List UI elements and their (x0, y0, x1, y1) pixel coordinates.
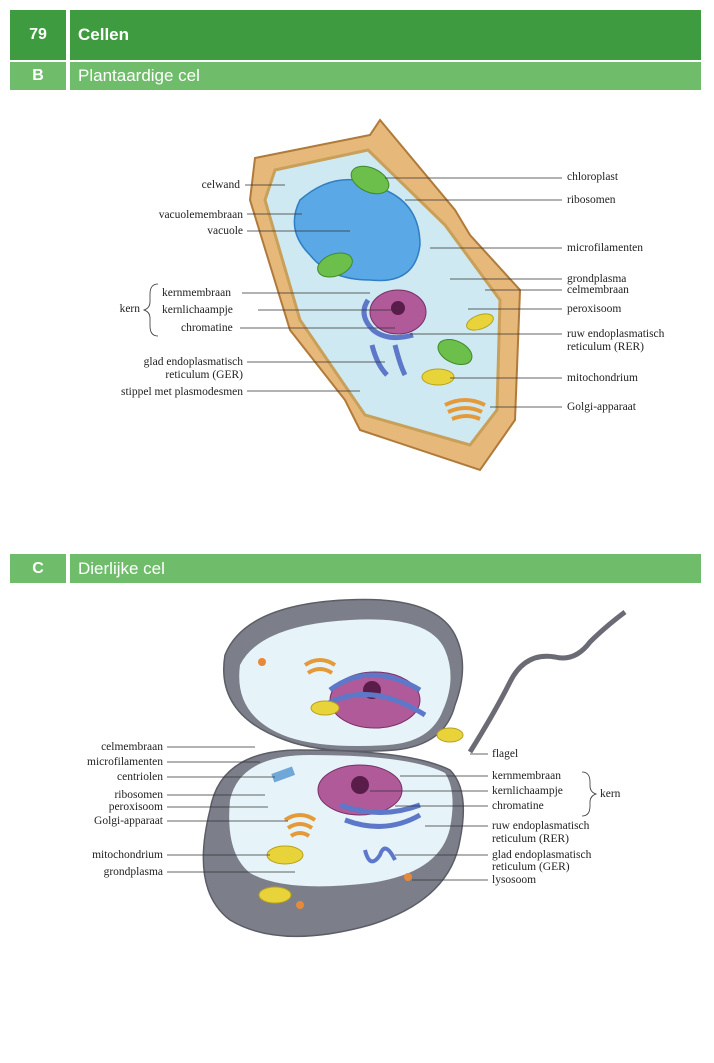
label-grondplasma: grondplasma (567, 273, 626, 285)
label-mitochondrium: mitochondrium (567, 372, 638, 384)
section-c-header: C Dierlijke cel (10, 554, 701, 583)
section-c-letter: C (32, 559, 44, 577)
label-vacuolemembraan: vacuolemembraan (159, 209, 244, 221)
label-a-kern: kern (600, 788, 621, 800)
section-b-letter: B (32, 67, 44, 84)
animal-flagel (467, 610, 627, 754)
label-a-chromatine: chromatine (492, 800, 544, 812)
label-ger-1: glad endoplasmatisch (144, 356, 244, 368)
label-chromatine: chromatine (181, 322, 233, 334)
label-a-grondplasma: grondplasma (104, 866, 163, 878)
plant-cell-diagram: celwand vacuolemembraan vacuole kern ker… (0, 100, 714, 500)
plant-er (361, 298, 414, 377)
animal-lysosoom (404, 873, 412, 881)
label-ger-2: reticulum (GER) (165, 369, 243, 381)
chapter-title: Cellen (78, 25, 130, 44)
section-c-title: Dierlijke cel (78, 558, 165, 578)
label-a-flagel: flagel (492, 748, 518, 760)
label-a-mitochondrium: mitochondrium (92, 849, 163, 861)
label-a-centriolen: centriolen (117, 771, 163, 783)
label-a-peroxisoom: peroxisoom (109, 801, 163, 813)
plant-golgi (444, 398, 486, 421)
label-chloroplast: chloroplast (567, 171, 619, 183)
label-a-kernlichaampje: kernlichaampje (492, 785, 563, 797)
plant-mitochondrium (421, 368, 455, 386)
label-a-lysosoom: lysosoom (492, 874, 536, 886)
label-a-rer-2: reticulum (RER) (492, 833, 569, 845)
label-a-microfilamenten: microfilamenten (87, 756, 163, 768)
animal-golgi (283, 813, 317, 838)
chapter-number: 79 (29, 26, 47, 43)
plant-chloroplast (350, 165, 390, 195)
label-vacuole: vacuole (207, 225, 243, 237)
label-a-celmembraan: celmembraan (101, 741, 163, 753)
label-a-rer-1: ruw endoplasmatisch (492, 820, 590, 832)
label-kern: kern (120, 303, 141, 315)
label-peroxisoom: peroxisoom (567, 303, 621, 315)
label-celwand: celwand (202, 179, 241, 191)
label-stippel: stippel met plasmodesmen (121, 386, 243, 398)
label-a-golgi: Golgi-apparaat (94, 815, 164, 827)
label-a-ger-2: reticulum (GER) (492, 861, 570, 873)
label-rer-2: reticulum (RER) (567, 341, 644, 353)
section-b-title: Plantaardige cel (78, 66, 200, 85)
animal-centriolen (271, 766, 296, 783)
label-kernlichaampje: kernlichaampje (162, 304, 233, 316)
label-kernmembraan: kernmembraan (162, 287, 231, 299)
animal-mitochondrium (266, 845, 304, 865)
animal-er (323, 672, 427, 829)
section-b-header: B Plantaardige cel (10, 62, 701, 90)
animal-cell-diagram: celmembraan microfilamenten centriolen r… (0, 595, 714, 950)
label-a-kernmembraan: kernmembraan (492, 770, 561, 782)
label-ribosomen: ribosomen (567, 194, 616, 206)
label-rer-1: ruw endoplasmatisch (567, 328, 665, 340)
label-a-ribosomen: ribosomen (114, 789, 163, 801)
chapter-header: 79 Cellen (10, 10, 701, 60)
label-golgi: Golgi-apparaat (567, 401, 637, 413)
label-microfilamenten: microfilamenten (567, 242, 643, 254)
label-a-ger-1: glad endoplasmatisch (492, 849, 592, 861)
label-celmembraan: celmembraan (567, 284, 629, 296)
